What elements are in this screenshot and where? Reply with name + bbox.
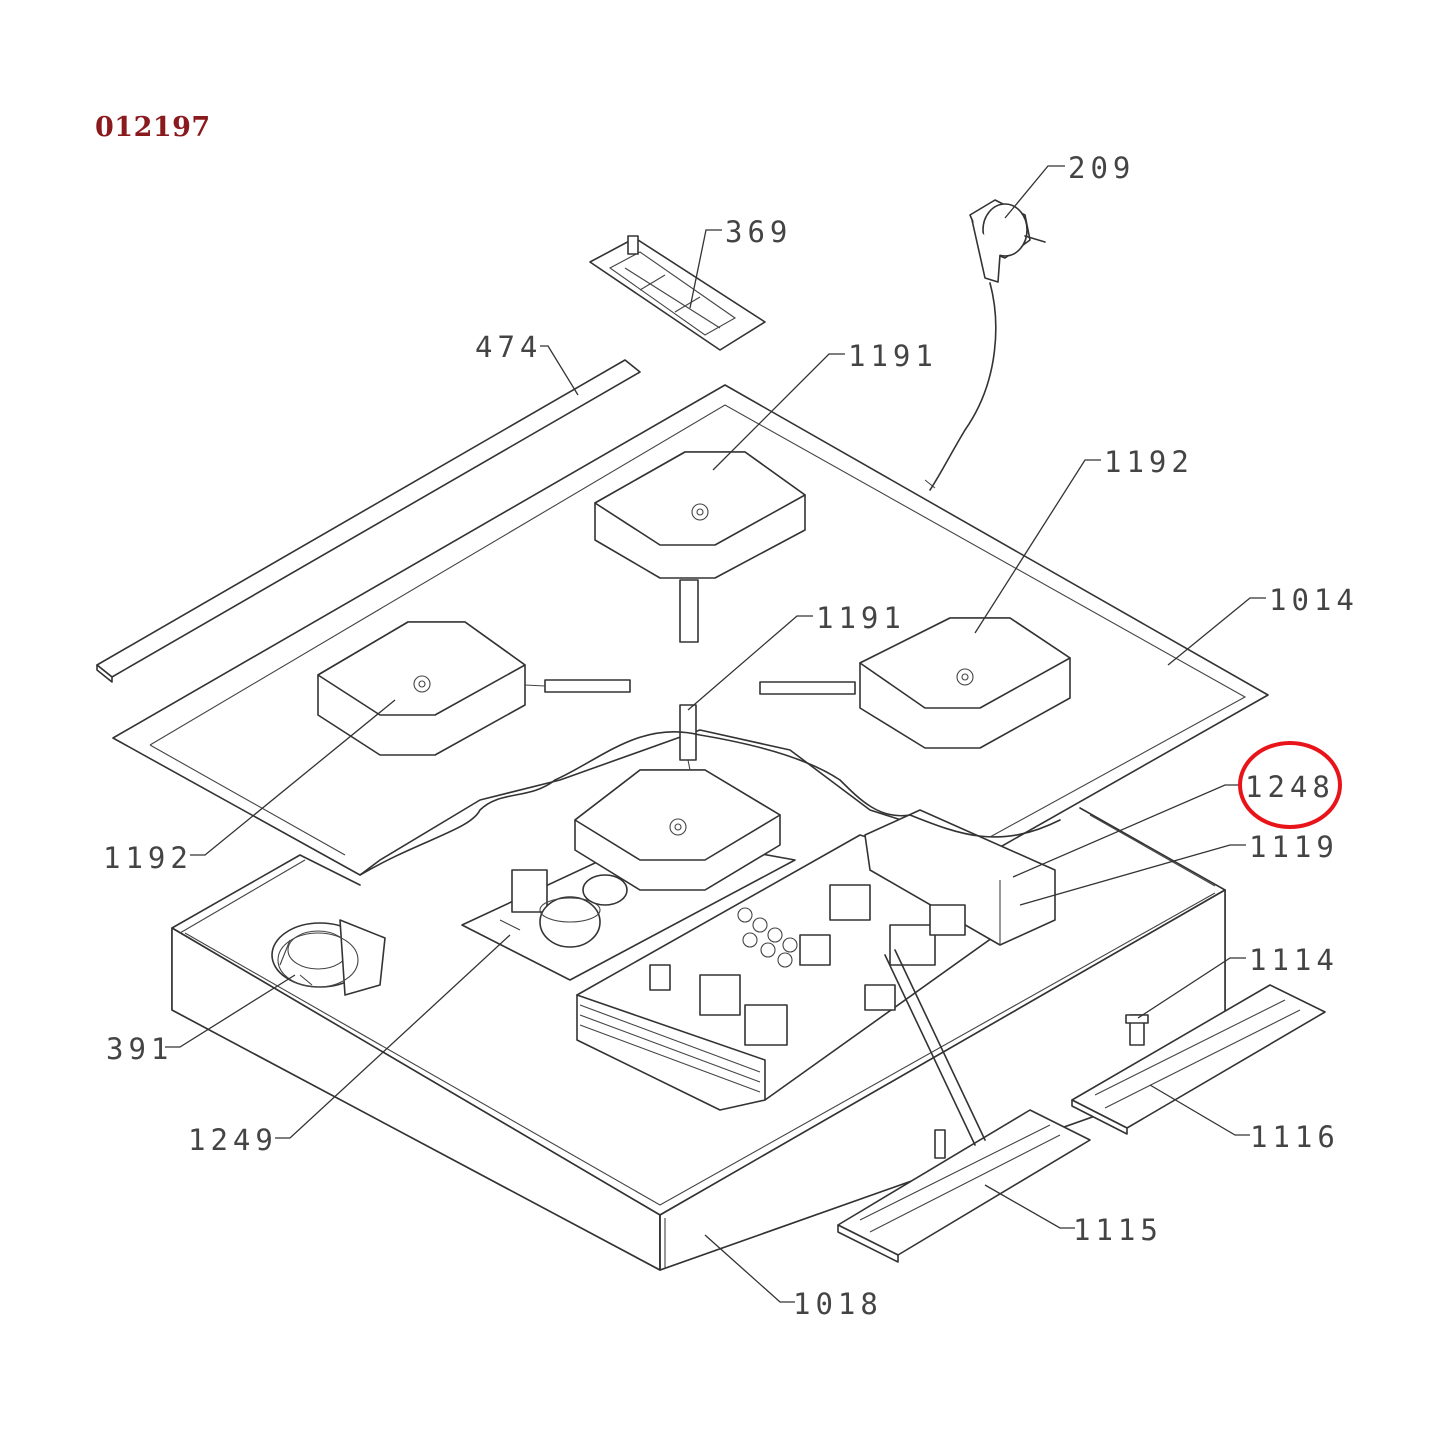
highlight-circle <box>1238 741 1342 829</box>
callout-1192-right: 1192 <box>1104 445 1194 479</box>
coil-top <box>594 451 806 643</box>
callout-1116: 1116 <box>1250 1120 1340 1154</box>
callout-474: 474 <box>475 330 542 364</box>
callout-1014: 1014 <box>1269 583 1359 617</box>
control-board-rear <box>1071 984 1326 1135</box>
callout-1018: 1018 <box>793 1287 883 1321</box>
callout-1115: 1115 <box>1073 1213 1163 1247</box>
wire-harness <box>359 730 1061 876</box>
callout-1192-left: 1192 <box>103 841 193 875</box>
callout-1114: 1114 <box>1249 943 1339 977</box>
callout-1248: 1248 <box>1245 770 1335 804</box>
coil-right <box>759 617 1071 749</box>
leader-lines <box>165 165 1266 1303</box>
callout-1119: 1119 <box>1249 830 1339 864</box>
sealing-strip <box>96 359 641 683</box>
power-plug <box>929 199 1046 491</box>
coil-front <box>574 704 781 891</box>
housing-tray <box>171 807 1226 1271</box>
control-board-front <box>837 949 1091 1263</box>
connector <box>1125 1014 1149 1046</box>
callout-209: 209 <box>1068 151 1135 185</box>
callout-1191-middle: 1191 <box>816 601 906 635</box>
diagram-id: 012197 <box>95 112 211 143</box>
bracket <box>589 235 766 351</box>
callout-1249: 1249 <box>188 1123 278 1157</box>
callout-391: 391 <box>106 1032 173 1066</box>
coil-left <box>317 621 631 756</box>
cooling-fan <box>271 919 386 996</box>
power-board <box>576 809 1056 1111</box>
callout-369: 369 <box>725 215 792 249</box>
callout-1191-top: 1191 <box>848 339 938 373</box>
